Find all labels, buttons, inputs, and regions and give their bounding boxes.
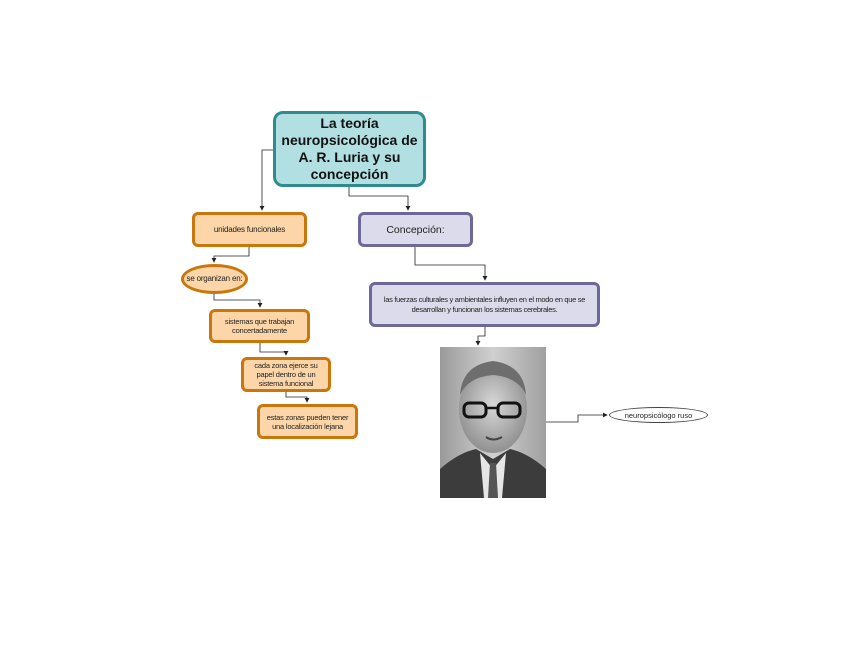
connector-organizan-sistemas <box>213 294 263 308</box>
node-neuropsicologo-ruso: neuropsicólogo ruso <box>609 407 708 423</box>
connector-cadazona-estas <box>285 392 310 403</box>
node-concepcion: Concepción: <box>358 212 473 247</box>
node-fuerzas-culturales: las fuerzas culturales y ambientales inf… <box>369 282 600 327</box>
node-unidades-funcionales: unidades funcionales <box>192 212 307 247</box>
connector-fuerzas-portrait <box>475 327 486 346</box>
connector-unidades-organizan <box>211 247 250 263</box>
node-estas-zonas: estas zonas pueden tener una localizació… <box>257 404 358 439</box>
connector-portrait-ruso <box>546 412 608 423</box>
portrait-photo-icon <box>440 347 546 498</box>
connector-title-concepcion <box>348 187 411 211</box>
connector-concepcion-fuerzas <box>414 247 488 281</box>
node-sistemas: sistemas que trabajan concertadamente <box>209 309 310 343</box>
title-node: La teoría neuropsicológica de A. R. Luri… <box>273 111 426 187</box>
connector-sistemas-cadazona <box>259 343 289 356</box>
connector-title-unidades <box>259 149 273 211</box>
node-se-organizan: se organizan en: <box>181 264 248 294</box>
node-cada-zona: cada zona ejerce su papel dentro de un s… <box>241 357 331 392</box>
